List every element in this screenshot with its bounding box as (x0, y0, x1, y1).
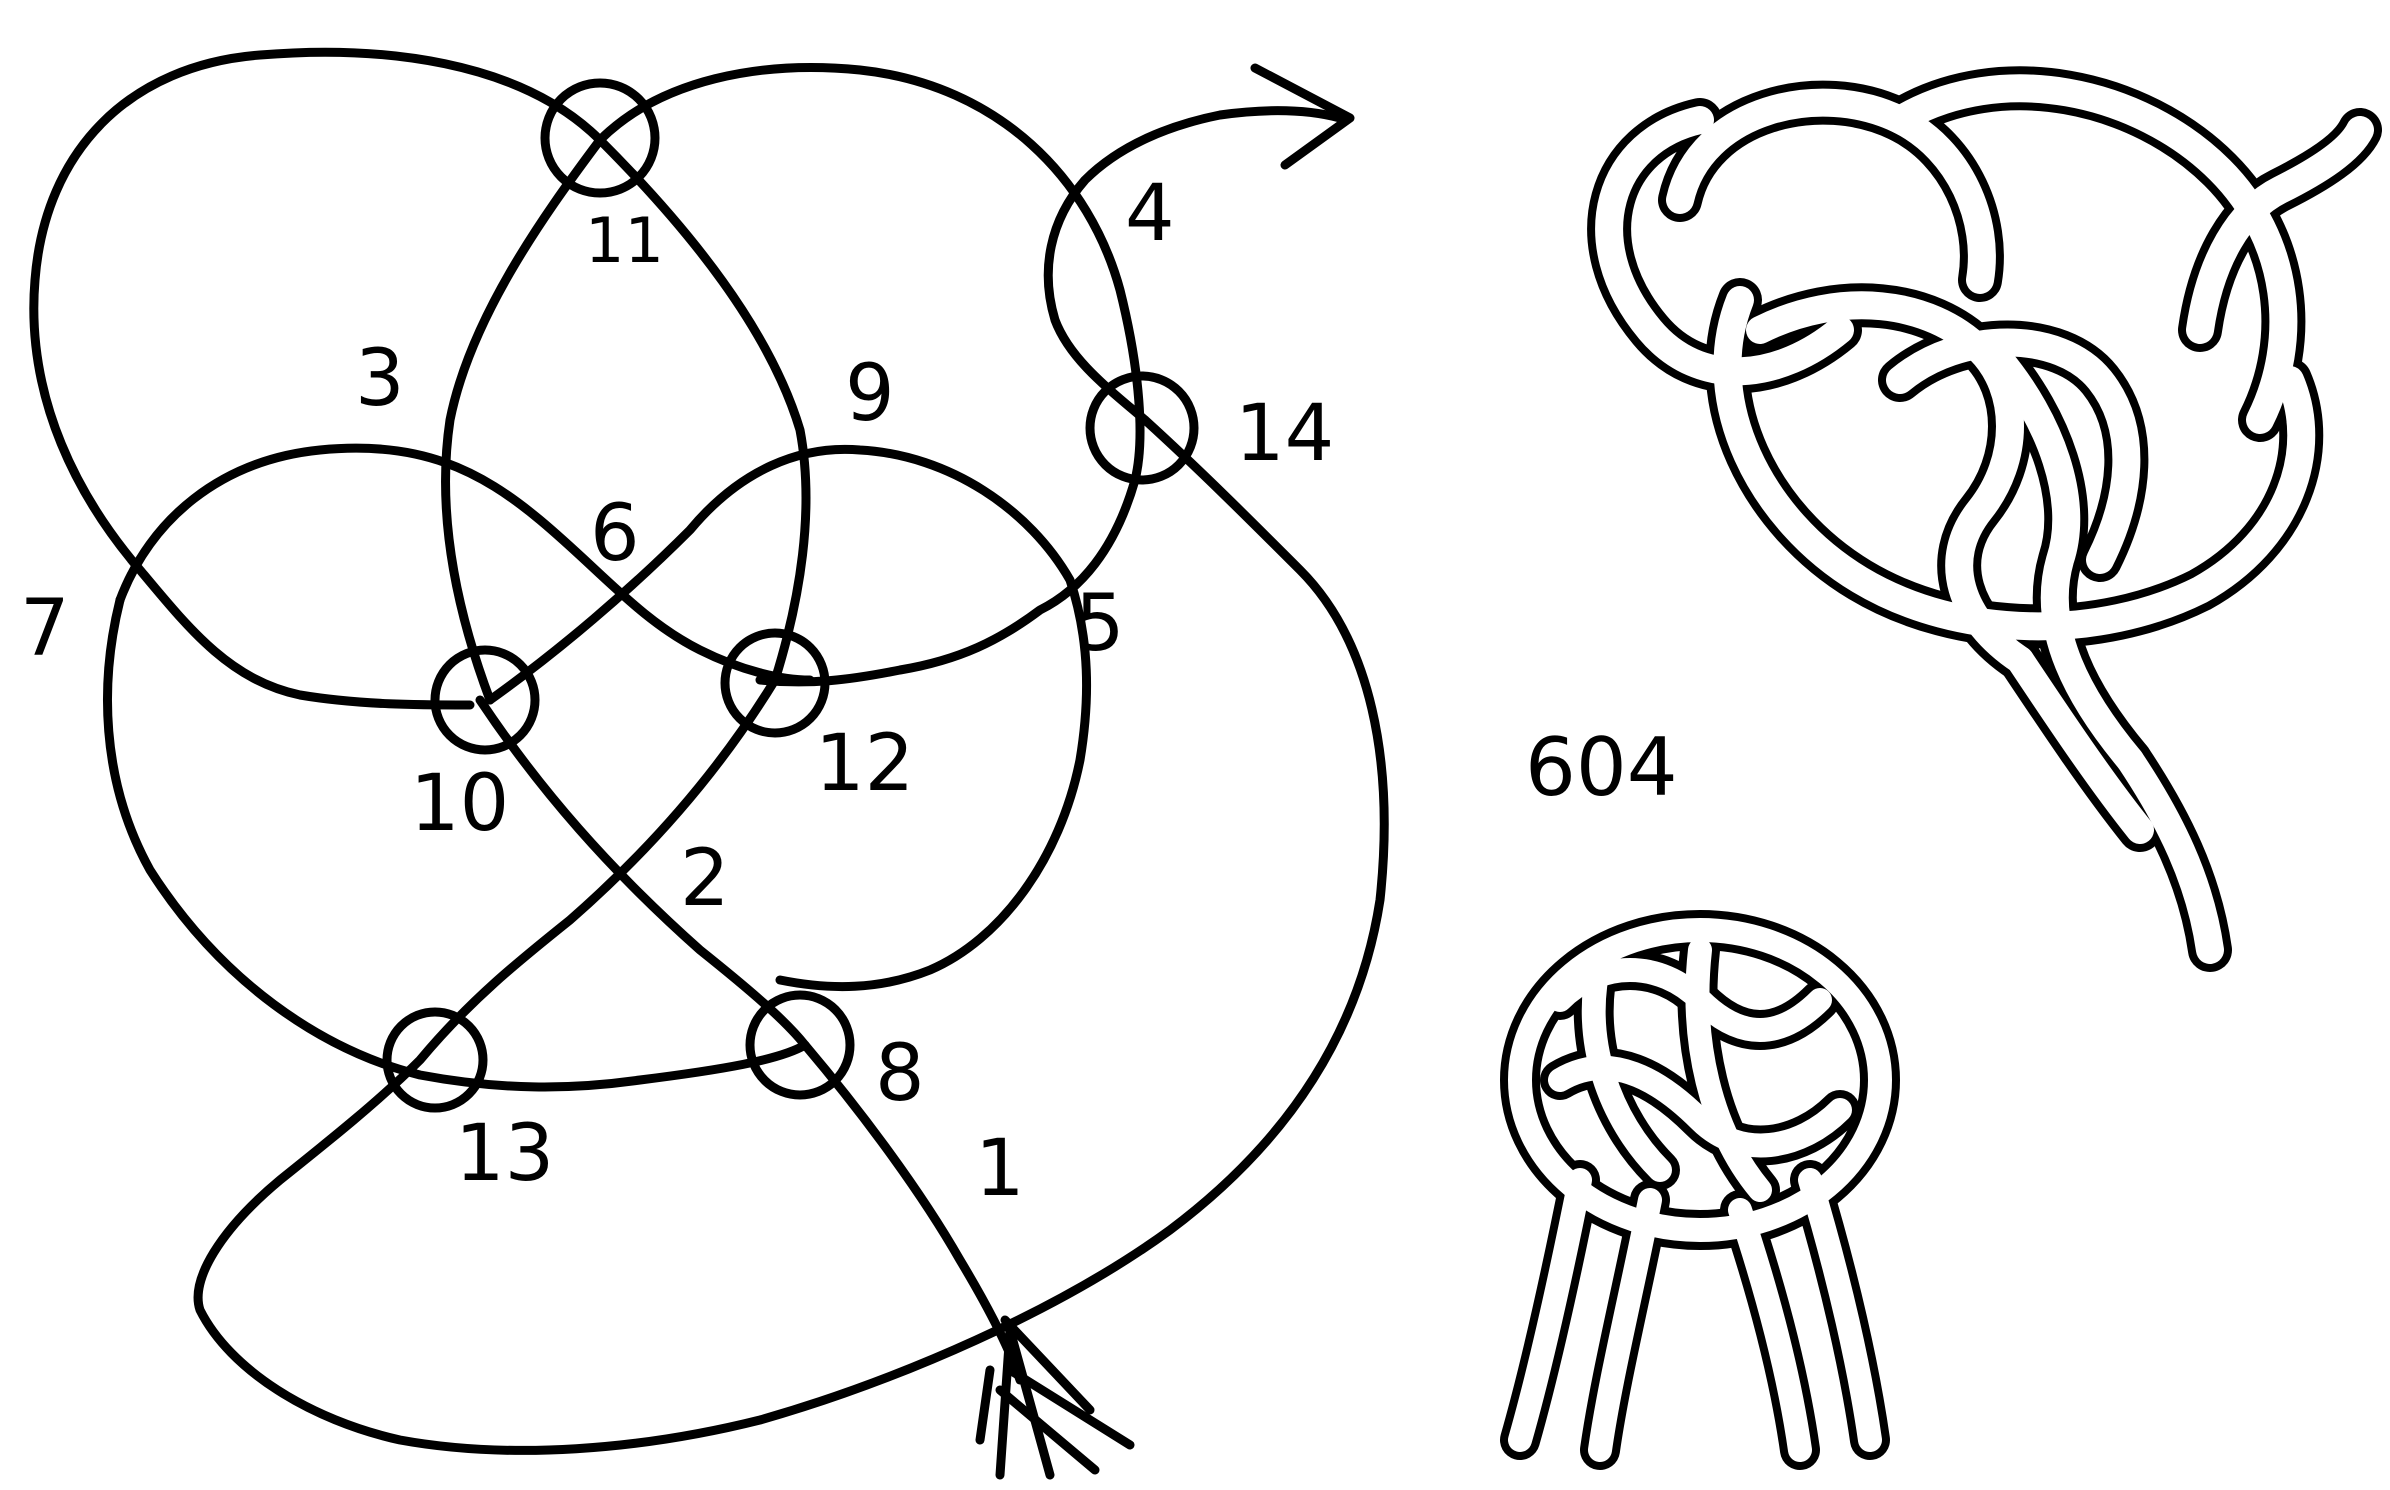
label-11: 11 (585, 204, 664, 277)
label-12: 12 (815, 719, 914, 809)
label-2: 2 (680, 834, 730, 924)
label-7: 7 (20, 584, 70, 674)
label-14: 14 (1235, 389, 1334, 479)
loose-knot-drawing (1609, 88, 2360, 950)
label-9: 9 (845, 349, 895, 439)
label-5: 5 (1075, 579, 1125, 669)
label-8: 8 (875, 1029, 925, 1119)
path-twelve-to-thirteen (198, 420, 1384, 1450)
label-4: 4 (1125, 169, 1175, 259)
crossing-labels: 1 2 3 4 5 6 7 8 9 10 11 12 13 14 (20, 169, 1334, 1214)
label-1: 1 (975, 1124, 1025, 1214)
finished-knot-drawing (1520, 930, 1880, 1450)
knot-path-diagram (34, 52, 1384, 1475)
label-6: 6 (590, 489, 640, 579)
figure-number: 604 (1525, 721, 1678, 814)
label-13: 13 (455, 1109, 554, 1199)
path-middle-loop (120, 448, 810, 680)
label-3: 3 (355, 334, 405, 424)
crossing-circle-13 (387, 1012, 483, 1108)
label-10: 10 (410, 759, 509, 849)
